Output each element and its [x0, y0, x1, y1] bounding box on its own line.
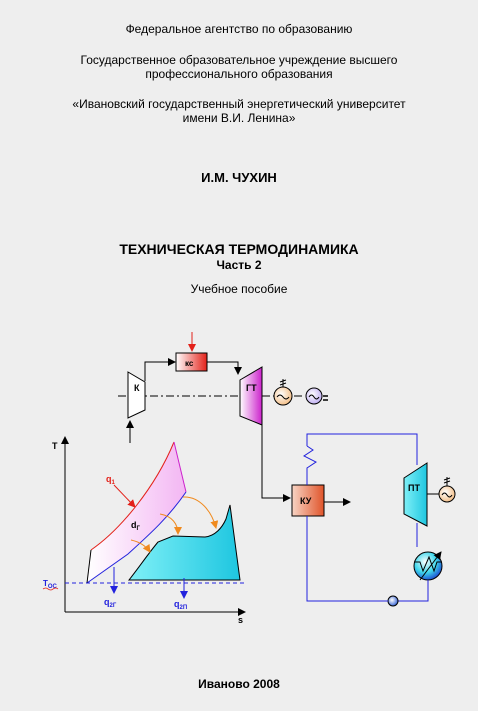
heat-transfer-arrow-1 — [182, 496, 219, 529]
generator-1 — [273, 386, 293, 406]
steam-turbine-label: ПТ — [408, 483, 420, 493]
book-part: Часть 2 — [216, 258, 262, 272]
steam-line — [306, 433, 418, 465]
gas-turbine-label: ГТ — [246, 383, 257, 393]
university-line-2: имени В.И. Ленина» — [182, 111, 296, 125]
institution-line-2: профессионального образования — [145, 67, 333, 81]
footer-city-year: Иваново 2008 — [198, 677, 280, 691]
condensate-line — [398, 580, 429, 602]
generator-2 — [305, 387, 323, 405]
exhaust-to-hrsg-line — [261, 425, 291, 502]
s-axis-label: s — [238, 615, 243, 625]
chamber-to-turbine-line — [207, 361, 242, 375]
ambient-temperature-label: TОС — [43, 579, 58, 590]
heat-recovery-boiler-label: КУ — [300, 496, 312, 506]
heat-transfer-arrow-3 — [130, 539, 151, 553]
gas-cycle-area — [87, 442, 186, 583]
heat-recovery-boiler — [291, 484, 325, 517]
gas-turbine — [239, 366, 263, 426]
book-title: ТЕХНИЧЕСКАЯ ТЕРМОДИНАМИКА — [119, 241, 359, 257]
steam-coil — [303, 445, 317, 485]
university-line-1: «Ивановский государственный энергетическ… — [72, 97, 406, 111]
compressor-label: К — [134, 383, 140, 393]
compressor-to-chamber-line — [144, 358, 176, 381]
steam-cycle-area — [127, 504, 241, 581]
feedwater-line — [306, 516, 388, 602]
q2g-label: q2Г — [104, 597, 117, 609]
agency-line: Федеральное агентство по образованию — [125, 22, 353, 36]
book-type: Учебное пособие — [190, 282, 288, 296]
generator-3 — [438, 485, 456, 503]
heat-transfer-arrow-2 — [159, 513, 182, 535]
steam-turbine — [403, 462, 428, 527]
pump — [387, 595, 399, 607]
t-axis-label: T — [52, 441, 58, 451]
ac-symbol-icon — [441, 492, 453, 498]
q2p-label: q2П — [174, 599, 187, 611]
author: И.М. ЧУХИН — [201, 170, 277, 185]
ac-symbol-icon — [308, 394, 320, 400]
institution-line-1: Государственное образовательное учрежден… — [80, 53, 398, 67]
ac-symbol-icon — [276, 394, 290, 400]
compressor — [127, 371, 146, 419]
q1-label: q1 — [106, 474, 116, 486]
dg-label: dГ — [131, 520, 141, 532]
q1-arrow — [113, 484, 136, 508]
combustion-chamber-label: кс — [185, 359, 194, 368]
